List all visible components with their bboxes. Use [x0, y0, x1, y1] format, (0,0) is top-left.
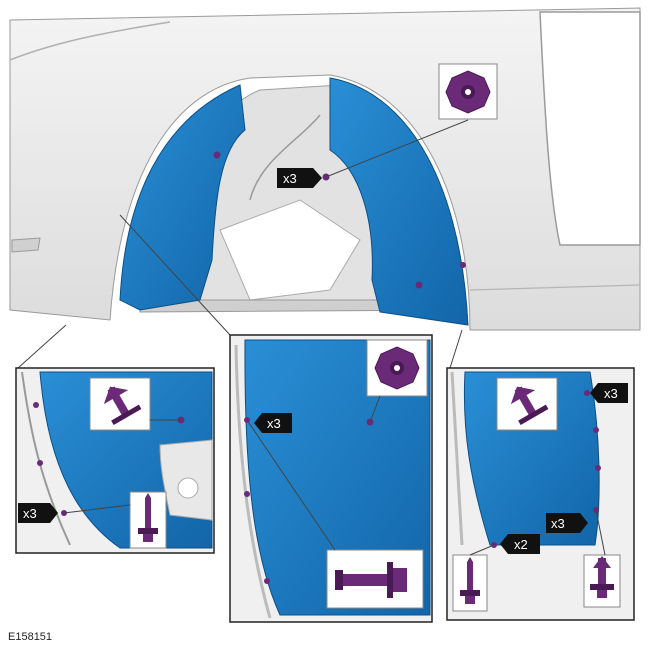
leader-line — [325, 119, 469, 178]
figure-reference-id: E158151 — [8, 631, 52, 643]
quantity-callout: x2 — [500, 534, 540, 554]
callout-label: x3 — [23, 506, 37, 521]
left-detail-panel: x3 — [15, 367, 215, 554]
suspension-area — [219, 199, 361, 301]
callout-label: x2 — [514, 537, 528, 552]
main-vehicle-view: x3 — [9, 7, 641, 369]
fastener-dot — [213, 151, 221, 159]
fastener-dot — [37, 460, 43, 466]
leader-line — [17, 324, 67, 369]
quantity-callout: x3 — [277, 168, 322, 188]
push-pin-clip-icon — [510, 386, 549, 425]
fastener-dot — [595, 465, 601, 471]
leader-line — [63, 504, 131, 514]
body-edge — [450, 371, 464, 546]
body-edge — [21, 371, 71, 546]
leader-line — [119, 214, 231, 336]
push-nut-fastener-icon — [374, 346, 420, 390]
liner-front-half — [119, 84, 246, 311]
right-detail-panel: x3 x3 x2 — [446, 367, 635, 621]
quantity-callout: x3 — [590, 383, 628, 403]
push-nut-fastener-icon — [445, 70, 491, 114]
quantity-callout: x3 — [546, 513, 588, 533]
fastener-dot — [584, 390, 590, 396]
quantity-callout: x3 — [18, 503, 58, 523]
quantity-callout: x3 — [254, 413, 292, 433]
tree-clip-icon — [335, 562, 407, 598]
hub-boss — [177, 477, 199, 499]
door-frame — [539, 11, 641, 246]
callout-label: x3 — [604, 386, 618, 401]
leader-line — [369, 395, 381, 423]
bumper-line — [9, 21, 171, 61]
fastener-dot — [264, 578, 270, 584]
screw-fastener-icon — [138, 493, 158, 542]
leader-line — [246, 419, 336, 551]
brake-line — [249, 114, 321, 201]
fastener-dot — [460, 262, 466, 268]
sill-line — [469, 284, 641, 291]
screw-fastener-icon — [460, 557, 480, 604]
tree-clip-icon — [590, 556, 614, 598]
leader-line — [595, 509, 606, 556]
fastener-dot — [33, 402, 39, 408]
headlamp-outline — [11, 237, 41, 253]
center-detail-panel: x3 — [229, 334, 433, 623]
fastener-dot — [593, 427, 599, 433]
fastener-dot — [415, 281, 423, 289]
leader-line — [469, 544, 495, 556]
callout-label: x3 — [267, 416, 281, 431]
callout-label: x3 — [551, 516, 565, 531]
liner-section — [244, 339, 431, 616]
leader-line — [449, 329, 463, 369]
liner-rear-half — [329, 77, 469, 326]
push-pin-clip-icon — [103, 386, 142, 425]
callout-label: x3 — [283, 171, 297, 186]
fastener-dot — [244, 491, 250, 497]
